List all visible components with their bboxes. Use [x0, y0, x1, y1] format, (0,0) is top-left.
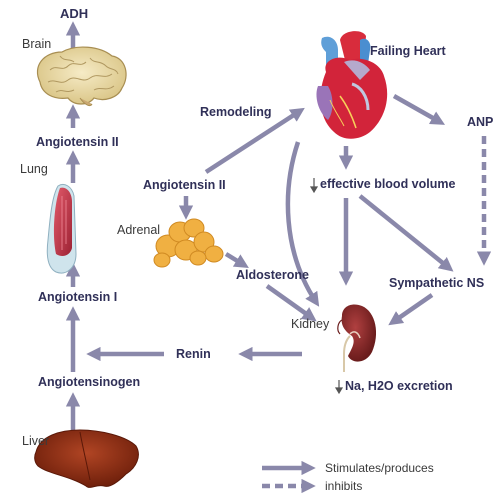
- angiotensin-i-label: Angiotensin I: [38, 290, 118, 304]
- legend-stimulates-label: Stimulates/produces: [325, 461, 434, 475]
- brain-label: Brain: [22, 37, 52, 51]
- excretion-label: Na, H2O excretion: [345, 379, 453, 393]
- arrow-heart-to-anp: [392, 94, 446, 125]
- arrow-sympathetic-to-kidney: [388, 293, 434, 326]
- lung-image: [46, 183, 77, 274]
- legend-inhibits-label: inhibits: [325, 479, 363, 493]
- legend-lines: [262, 460, 316, 494]
- failing-heart-label: Failing Heart: [370, 44, 446, 58]
- heart-image: [316, 31, 388, 139]
- liver-label: Liver: [22, 434, 50, 448]
- angiotensinogen-label: Angiotensinogen: [38, 375, 141, 389]
- arrow-aldosterone-to-kidney: [265, 284, 317, 322]
- angiotensin-ii-left-label: Angiotensin II: [36, 135, 119, 149]
- decrease-markers: [309, 178, 344, 395]
- sympathetic-ns-label: Sympathetic NS: [389, 276, 485, 290]
- arrow-blood-volume-to-sympathetic: [358, 194, 454, 272]
- arrows-group: [65, 21, 492, 430]
- remodeling-label: Remodeling: [200, 105, 272, 119]
- brain-image: [36, 46, 127, 107]
- adh-label: ADH: [60, 6, 89, 21]
- anp-label: ANP: [467, 115, 494, 129]
- kidney-image: [337, 304, 377, 372]
- kidney-label: Kidney: [291, 317, 330, 331]
- arrow-adrenal-to-aldosterone: [224, 252, 249, 269]
- angiotensin-ii-center-label: Angiotensin II: [143, 178, 226, 192]
- aldosterone-label: Aldosterone: [236, 268, 309, 282]
- arrow-heart-to-kidney-curve: [285, 141, 320, 307]
- adrenal-image: [153, 218, 224, 268]
- arrow-angiotensin-ii-to-remodeling: [204, 107, 305, 174]
- liver-image: [34, 429, 139, 488]
- renin-label: Renin: [176, 347, 211, 361]
- adrenal-label: Adrenal: [117, 223, 161, 237]
- effective-blood-volume-label: effective blood volume: [320, 177, 456, 191]
- lung-label: Lung: [20, 162, 48, 176]
